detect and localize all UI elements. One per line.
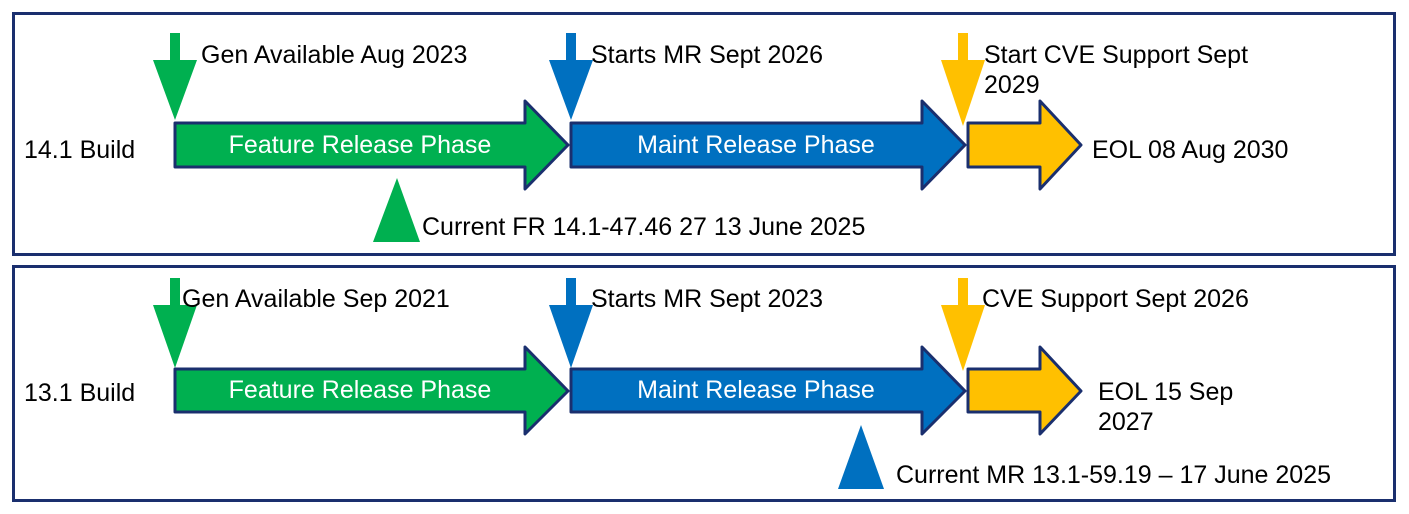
eol-label: EOL 15 Sep 2027 bbox=[1098, 378, 1234, 436]
ga-label: Gen Available Aug 2023 bbox=[201, 41, 468, 69]
ga-marker-down-arrow-icon bbox=[153, 33, 197, 120]
build-label: 13.1 Build bbox=[24, 379, 136, 407]
feature-phase-label: Feature Release Phase bbox=[228, 131, 492, 159]
cve-support-label: CVE Support Sept 2026 bbox=[982, 285, 1249, 313]
mr-marker-down-arrow-icon bbox=[549, 278, 593, 368]
build-label: 14.1 Build bbox=[24, 136, 136, 164]
feature-phase-arrow bbox=[173, 345, 570, 436]
maint-phase-label: Maint Release Phase bbox=[637, 131, 875, 159]
feature-phase-arrow bbox=[173, 99, 570, 191]
cve-support-label: Start CVE Support Sept 2029 bbox=[984, 41, 1249, 99]
cve-marker-down-arrow-icon bbox=[941, 33, 985, 126]
eol-label: EOL 08 Aug 2030 bbox=[1092, 136, 1289, 164]
mr-start-label: Starts MR Sept 2023 bbox=[591, 285, 824, 313]
mr-start-label: Starts MR Sept 2026 bbox=[591, 41, 824, 69]
feature-phase-label: Feature Release Phase bbox=[228, 376, 492, 404]
maint-phase-label: Maint Release Phase bbox=[637, 376, 875, 404]
maint-phase-arrow bbox=[569, 345, 967, 436]
eol-phase-arrow bbox=[966, 345, 1083, 436]
maint-phase-arrow bbox=[569, 99, 967, 191]
current-release-triangle-icon bbox=[838, 425, 884, 489]
current-release-label: Current FR 14.1-47.46 27 13 June 2025 bbox=[422, 213, 866, 241]
current-release-label: Current MR 13.1-59.19 – 17 June 2025 bbox=[896, 461, 1331, 489]
ga-label: Gen Available Sep 2021 bbox=[182, 285, 450, 313]
ga-marker-down-arrow-icon bbox=[153, 278, 197, 368]
eol-phase-arrow bbox=[966, 99, 1083, 191]
current-release-triangle-icon bbox=[373, 178, 420, 242]
mr-marker-down-arrow-icon bbox=[549, 33, 593, 120]
cve-marker-down-arrow-icon bbox=[941, 278, 985, 371]
